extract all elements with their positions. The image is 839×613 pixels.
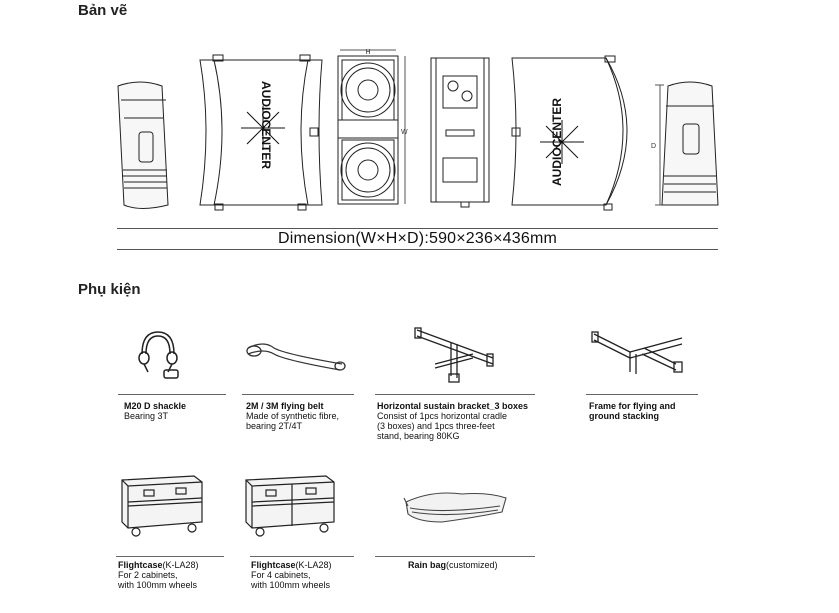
dimension-rule-bottom xyxy=(117,249,718,250)
accessory-7-text: Rain bag(customized) xyxy=(408,560,498,570)
accessory-desc: ground stacking xyxy=(589,411,660,421)
side-view-left xyxy=(199,54,323,211)
accessory-desc: with 100mm wheels xyxy=(118,580,198,590)
dimension-text: Dimension(W×H×D):590×236×436mm xyxy=(277,230,557,247)
section-title-drawing: Bản vẽ xyxy=(78,2,128,19)
accessory-name: 2M / 3M flying belt xyxy=(246,401,324,411)
accessory-name-suffix: (K-LA28) xyxy=(162,560,199,570)
accessory-name: Flightcase xyxy=(251,560,296,570)
accessory-desc: (3 boxes) and 1pcs three-feet xyxy=(377,421,495,431)
divider xyxy=(118,394,226,395)
accessory-2-text: 2M / 3M flying belt Made of synthetic fi… xyxy=(246,401,339,431)
label-w: W xyxy=(401,129,408,136)
accessory-name: M20 D shackle xyxy=(124,401,187,411)
frame-image xyxy=(590,328,686,376)
flightcase-4-image xyxy=(242,472,336,538)
accessory-desc: For 2 cabinets, xyxy=(118,570,178,580)
flightcase-2-image xyxy=(118,472,204,538)
brand-logo: AUDIOCENTER xyxy=(550,98,564,186)
section-title-accessories: Phụ kiện xyxy=(78,281,141,298)
accessory-desc: For 4 cabinets, xyxy=(251,570,311,580)
horizontal-bracket-image xyxy=(413,324,497,384)
accessory-1-text: M20 D shackle Bearing 3T xyxy=(124,401,186,421)
technical-drawing: AUDIOCENTER AUDIOCENTER H W D xyxy=(117,49,719,211)
front-view xyxy=(337,49,406,205)
accessory-name: Frame for flying and xyxy=(589,401,676,411)
accessory-name: Rain bag xyxy=(408,560,447,570)
divider xyxy=(375,556,535,557)
accessory-name: Flightcase xyxy=(118,560,163,570)
accessory-desc: bearing 2T/4T xyxy=(246,421,303,431)
starburst-icon xyxy=(241,106,285,150)
dimension-rule-top xyxy=(117,228,718,229)
label-h: H xyxy=(365,49,370,56)
label-d: D xyxy=(651,143,656,150)
divider xyxy=(375,394,535,395)
accessory-name-suffix: (K-LA28) xyxy=(295,560,332,570)
divider xyxy=(242,394,354,395)
accessory-desc: Made of synthetic fibre, xyxy=(246,411,340,421)
top-view xyxy=(655,81,719,206)
accessory-name-suffix: (customized) xyxy=(446,560,498,570)
accessory-desc: Consist of 1pcs horizontal cradle xyxy=(377,411,508,421)
divider xyxy=(586,394,698,395)
rear-view xyxy=(430,57,490,208)
starburst-icon xyxy=(540,120,584,164)
accessory-5-text: Flightcase(K-LA28) For 2 cabinets, with … xyxy=(118,560,199,590)
shackle-image xyxy=(130,328,190,388)
accessory-name: Horizontal sustain bracket_3 boxes xyxy=(377,401,529,411)
brand-logo: AUDIOCENTER xyxy=(259,81,273,169)
rain-bag-image xyxy=(402,488,510,528)
accessory-desc: with 100mm wheels xyxy=(251,580,331,590)
back-view xyxy=(117,81,169,209)
divider xyxy=(116,556,224,557)
divider xyxy=(250,556,354,557)
accessory-6-text: Flightcase(K-LA28) For 4 cabinets, with … xyxy=(251,560,332,590)
side-view-right xyxy=(511,55,628,211)
accessory-desc: Bearing 3T xyxy=(124,411,169,421)
flying-belt-image xyxy=(244,338,350,372)
accessory-desc: stand, bearing 80KG xyxy=(377,431,460,441)
accessory-3-text: Horizontal sustain bracket_3 boxes Consi… xyxy=(377,401,528,441)
accessory-4-text: Frame for flying and ground stacking xyxy=(589,401,676,421)
